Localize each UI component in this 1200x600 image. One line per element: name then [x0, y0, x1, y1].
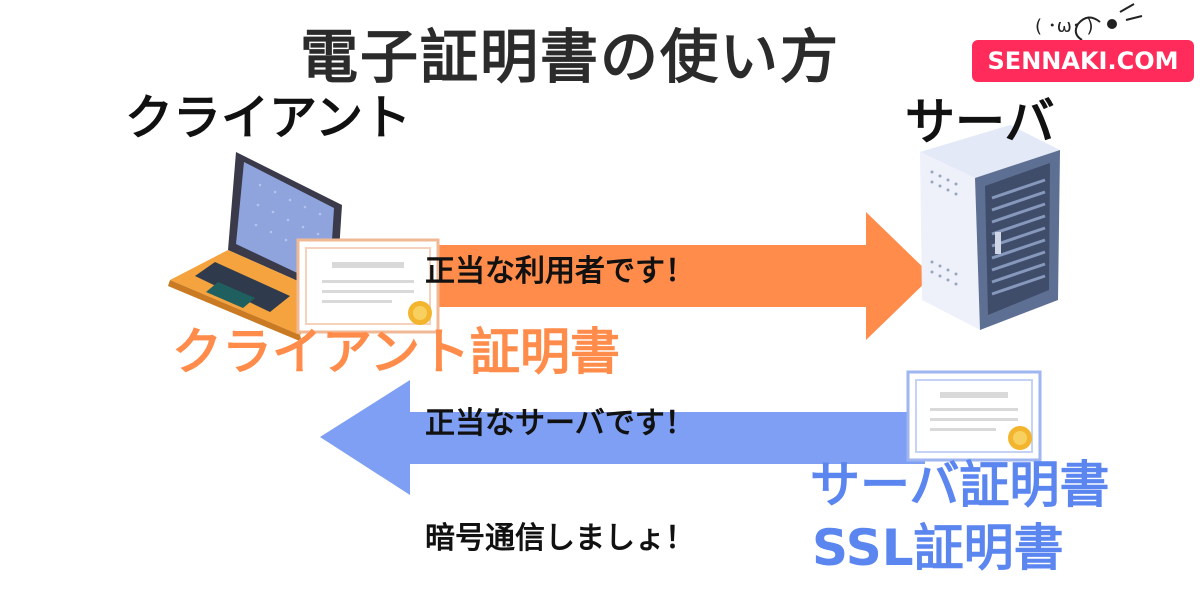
encrypted-communication-message: 暗号通信しましょ！	[425, 521, 695, 556]
site-badge[interactable]: SENNAKI.COM	[972, 40, 1194, 82]
mascot-doodle-icon	[1074, 3, 1143, 41]
server-to-client-message: 正当なサーバです！	[425, 406, 695, 441]
client-certificate-label: クライアント証明書	[172, 323, 620, 381]
page-title: 電子証明書の使い方	[300, 23, 841, 91]
client-certificate-icon	[296, 238, 440, 334]
client-to-server-message: 正当な利用者です！	[425, 254, 695, 289]
server-certificate-icon	[906, 370, 1042, 462]
server-rack-icon	[920, 125, 1060, 330]
server-label: サーバ	[905, 93, 1055, 151]
mascot-face: ( ･ω･ )	[1035, 16, 1094, 37]
client-label: クライアント	[125, 90, 412, 146]
server-to-client-arrow	[320, 380, 925, 495]
ssl-certificate-label: SSL証明書	[812, 519, 1064, 577]
server-certificate-label: サーバ証明書	[810, 456, 1110, 514]
